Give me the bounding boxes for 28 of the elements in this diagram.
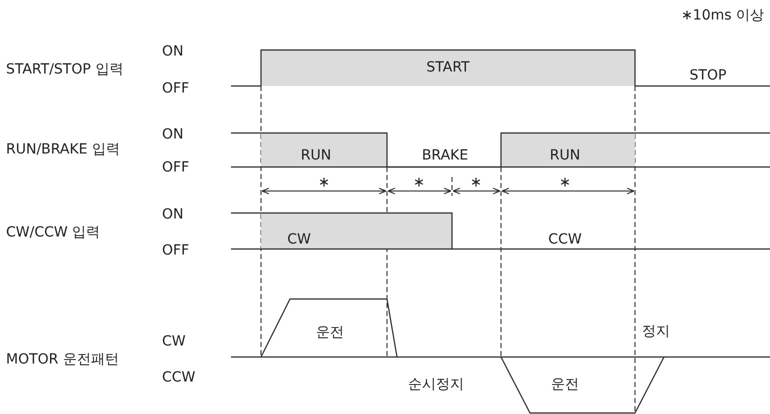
note: ∗10ms 이상: [681, 8, 764, 24]
signal-label: CW/CCW 입력: [6, 225, 100, 241]
state-label: RUN: [550, 148, 580, 164]
level-label: ON: [162, 207, 184, 223]
state-label: CCW: [548, 232, 582, 248]
state-label: CW: [287, 232, 311, 248]
signal-label: MOTOR 운전패턴: [6, 352, 119, 368]
signal-label: START/STOP 입력: [6, 62, 124, 78]
state-label: 운전: [316, 325, 344, 341]
level-label: OFF: [162, 243, 190, 259]
state-label: 정지: [642, 324, 670, 340]
time-mark: ∗: [318, 175, 330, 191]
state-label: START: [426, 60, 470, 76]
time-mark: ∗: [413, 175, 425, 191]
level-label: ON: [162, 127, 184, 143]
signal-label: RUN/BRAKE 입력: [6, 142, 120, 158]
state-label: 운전: [551, 377, 579, 393]
state-label: 순시정지: [408, 377, 464, 393]
level-label: OFF: [162, 81, 190, 97]
level-label: OFF: [162, 160, 190, 176]
state-label: RUN: [300, 148, 332, 164]
level-label: CW: [162, 334, 186, 350]
level-label: ON: [162, 44, 184, 60]
level-label: CCW: [162, 370, 196, 386]
state-label: STOP: [690, 68, 726, 84]
time-mark: ∗: [559, 175, 571, 191]
time-mark: ∗: [470, 175, 482, 191]
state-label: BRAKE: [422, 148, 468, 164]
